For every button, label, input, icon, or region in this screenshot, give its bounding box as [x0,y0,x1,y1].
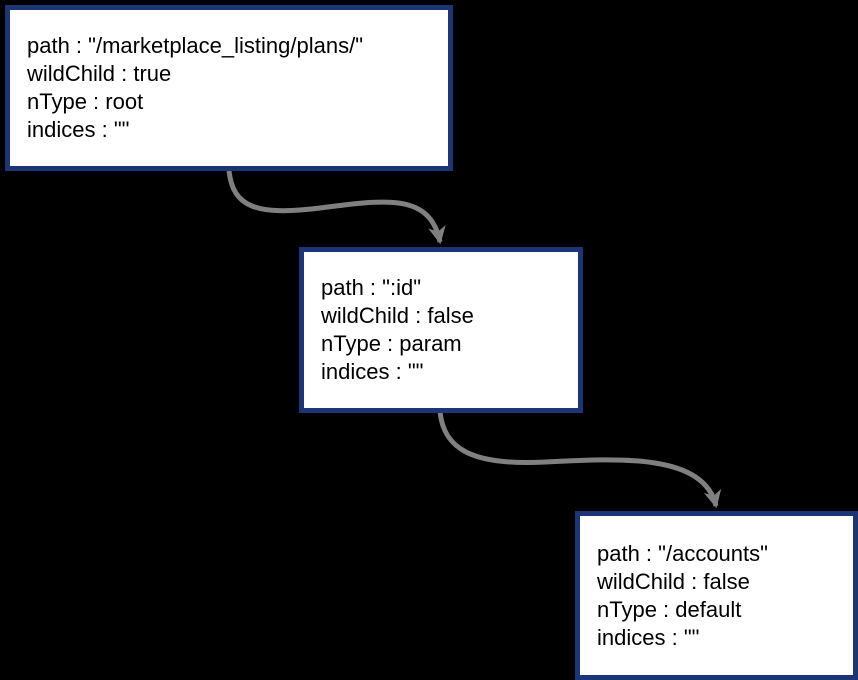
edge-param-to-default-arrow [437,411,722,509]
node-field-path: path : "/accounts" [597,540,768,566]
node-field-ntype: nType : param [321,331,462,356]
tree-node-root: path : "/marketplace_listing/plans/" wil… [5,5,453,171]
node-field-wildchild: wildChild : false [321,303,474,328]
node-field-wildchild: wildChild : true [27,61,172,86]
edge-root-to-param-arrow [226,170,446,245]
node-field-wildchild: wildChild : false [597,568,750,594]
tree-node-param: path : ":id" wildChild : false nType : p… [299,247,583,413]
node-field-path: path : ":id" [321,275,422,300]
node-field-indices: indices : "" [321,359,424,384]
node-field-indices: indices : "" [597,624,700,650]
node-field-indices: indices : "" [27,117,130,142]
node-field-ntype: nType : root [27,89,144,114]
node-field-path: path : "/marketplace_listing/plans/" [27,33,364,58]
tree-node-default: path : "/accounts" wildChild : false nTy… [575,511,858,680]
node-field-ntype: nType : default [597,596,742,622]
